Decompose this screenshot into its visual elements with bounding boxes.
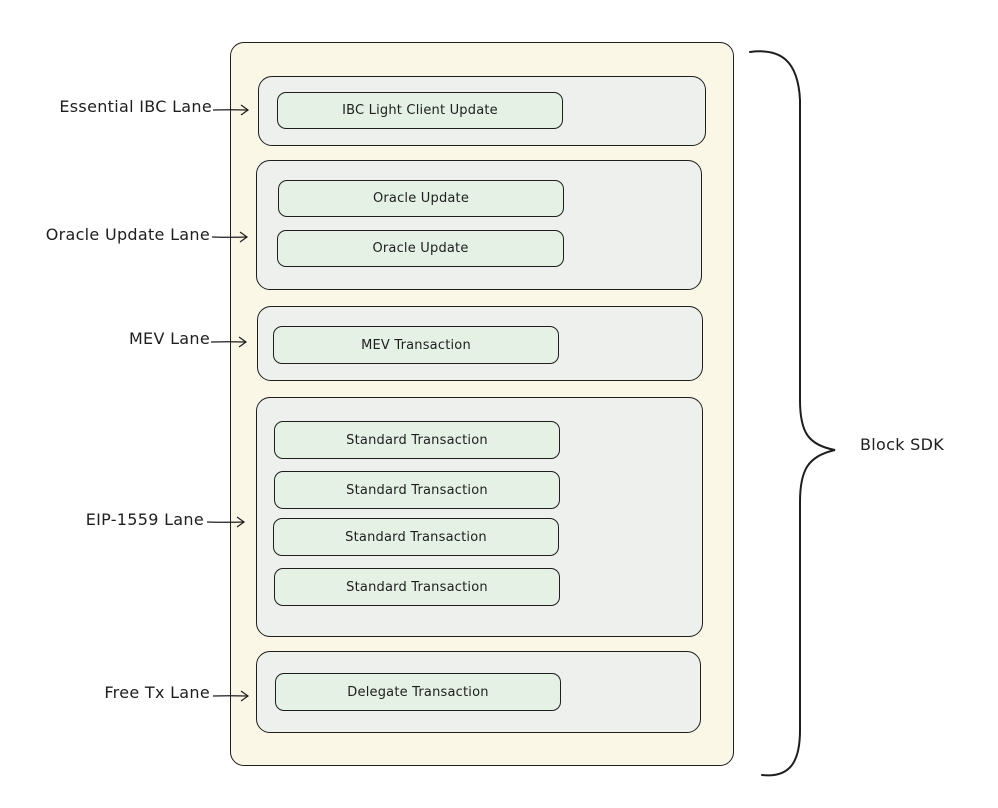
standard-transaction-box-3: Standard Transaction [273, 518, 559, 556]
label-eip-1559-lane: EIP-1559 Lane [85, 510, 204, 529]
standard-transaction-box-2: Standard Transaction [274, 471, 560, 509]
mev-transaction-box: MEV Transaction [273, 326, 559, 364]
standard-transaction-box-4: Standard Transaction [274, 568, 560, 606]
block-sdk-label: Block SDK [860, 435, 945, 454]
label-oracle-update-lane: Oracle Update Lane [45, 225, 210, 244]
arrow-essential-ibc [212, 104, 250, 116]
arrow-free-tx [212, 690, 250, 702]
delegate-transaction-box: Delegate Transaction [275, 673, 561, 711]
arrow-eip-1559 [206, 516, 246, 528]
oracle-update-box-2: Oracle Update [277, 230, 564, 267]
arrow-mev [210, 336, 248, 348]
standard-transaction-box-1: Standard Transaction [274, 421, 560, 459]
arrow-oracle-update [211, 231, 249, 243]
ibc-light-client-update-box: IBC Light Client Update [277, 92, 563, 129]
label-essential-ibc-lane: Essential IBC Lane [59, 97, 212, 116]
curly-brace-icon [749, 50, 836, 777]
oracle-update-box-1: Oracle Update [278, 180, 564, 217]
label-free-tx-lane: Free Tx Lane [104, 683, 210, 702]
label-mev-lane: MEV Lane [128, 329, 210, 348]
